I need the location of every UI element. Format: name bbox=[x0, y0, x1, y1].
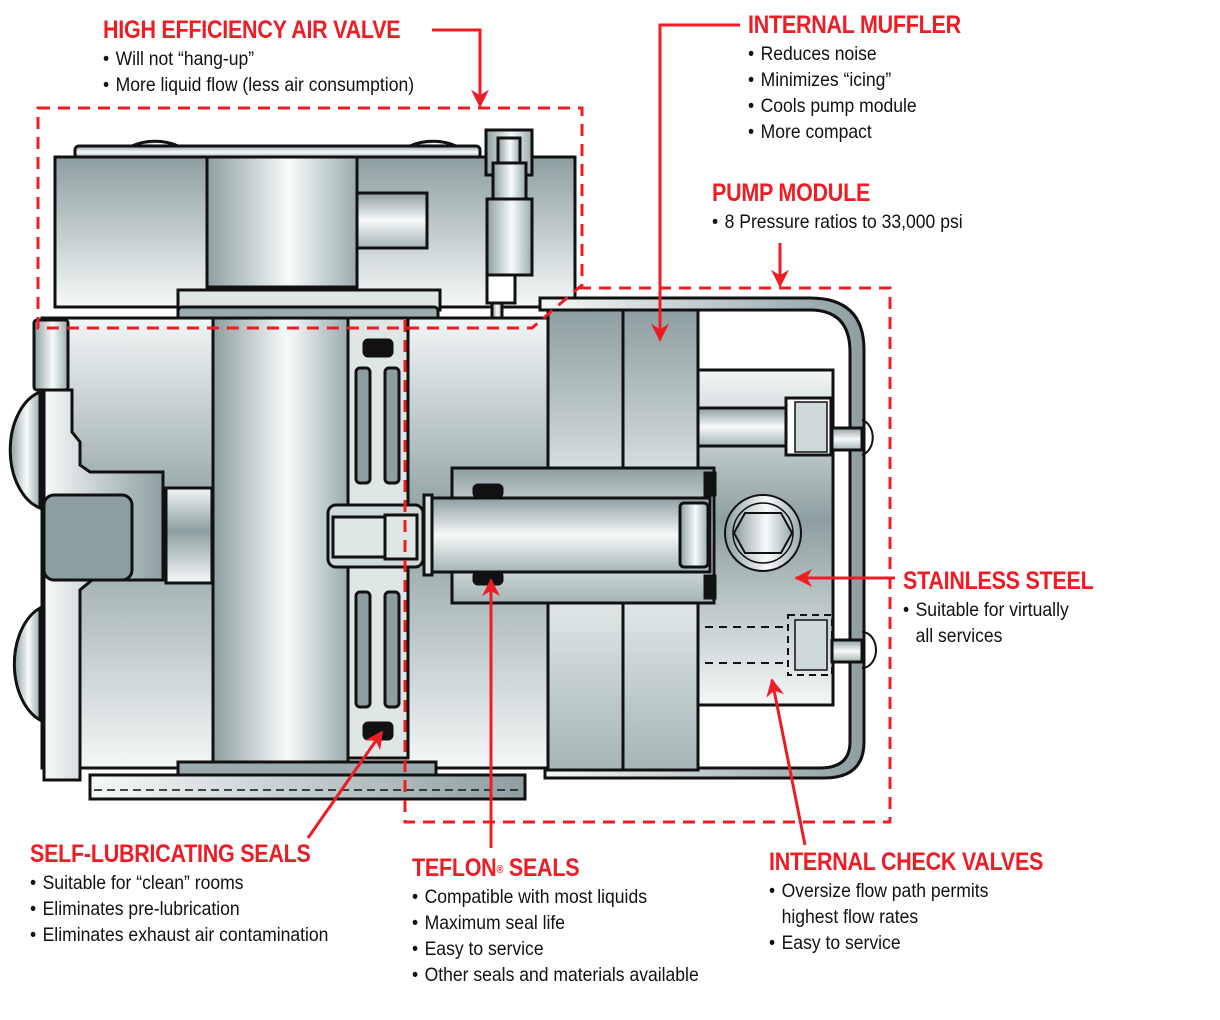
rod-slot-right bbox=[383, 366, 401, 485]
bullet-item: •Other seals and materials available bbox=[412, 964, 699, 986]
check-valve-bottom-knurl bbox=[794, 619, 828, 671]
callout-muffler: INTERNAL MUFFLER •Reduces noise •Minimiz… bbox=[748, 11, 996, 145]
bullet-item: •More compact bbox=[748, 121, 872, 143]
callout-self-lubricating-seals: SELF-LUBRICATING SEALS •Suitable for “cl… bbox=[30, 840, 362, 948]
cyl-seal-bottom bbox=[703, 574, 717, 600]
pilot-valve-lower bbox=[485, 197, 534, 277]
bullet-item: •Eliminates pre-lubrication bbox=[30, 898, 240, 920]
rod-slot-left bbox=[354, 366, 372, 485]
callout-air-valve: HIGH EFFICIENCY AIR VALVE •Will not “han… bbox=[103, 16, 449, 98]
callout-title: INTERNAL MUFFLER bbox=[748, 11, 961, 39]
side-dome-bottom bbox=[12, 605, 42, 723]
air-cylinder bbox=[205, 155, 359, 289]
bullet-item: •Maximum seal life bbox=[412, 912, 566, 934]
callout-title: PUMP MODULE bbox=[712, 179, 871, 207]
pump-body bbox=[8, 128, 877, 801]
bullet-item: •Oversize flow path permits bbox=[769, 880, 989, 902]
cyl-seal-top bbox=[703, 471, 717, 497]
callout-internal-check-valves: INTERNAL CHECK VALVES •Oversize flow pat… bbox=[769, 848, 1088, 956]
muffler-housing-shell bbox=[538, 296, 866, 780]
bullet-item: •Suitable for virtually bbox=[903, 599, 1069, 621]
main-air-cylinder bbox=[211, 316, 350, 770]
teflon-seal-top bbox=[472, 483, 504, 499]
callout-title: HIGH EFFICIENCY AIR VALVE bbox=[103, 16, 401, 44]
pilot-valve-stem-top bbox=[496, 136, 522, 165]
outlet-fitting-bottom bbox=[830, 638, 864, 664]
check-valve-bottom-hidden bbox=[787, 614, 833, 676]
callout-stainless-steel: STAINLESS STEEL •Suitable for virtually … bbox=[903, 567, 1124, 649]
registered-mark: ® bbox=[496, 864, 504, 876]
leader-arrows bbox=[306, 23, 895, 848]
muffler-leader bbox=[651, 23, 740, 342]
callout-title: TEFLON® SEALS bbox=[412, 854, 580, 882]
bullet-item: •More liquid flow (less air consumption) bbox=[103, 74, 415, 96]
callout-title: STAINLESS STEEL bbox=[903, 567, 1094, 595]
inlet-hex-nut bbox=[732, 512, 794, 554]
bullet-item: •Easy to service bbox=[412, 938, 544, 960]
bullet-item: •Will not “hang-up” bbox=[103, 48, 255, 70]
side-dome-top bbox=[8, 389, 42, 511]
bullet-item: •Cools pump module bbox=[748, 95, 917, 117]
exhaust-port bbox=[164, 486, 214, 585]
bullet-item: •8 Pressure ratios to 33,000 psi bbox=[712, 211, 963, 233]
end-cap-recess bbox=[42, 493, 134, 582]
rod-coupling-sleeve bbox=[383, 513, 419, 561]
rod-coupling-nut bbox=[331, 515, 387, 559]
plunger-end-seal bbox=[678, 501, 710, 569]
bullet-item: •Suitable for “clean” rooms bbox=[30, 872, 244, 894]
pilot-valve-mid bbox=[491, 161, 528, 201]
plunger bbox=[428, 496, 712, 574]
bullet-item-continued: all services bbox=[915, 625, 1003, 647]
check-valve-leader bbox=[766, 678, 807, 846]
pump-module-region bbox=[403, 286, 892, 824]
plunger-flange bbox=[422, 493, 434, 577]
seal-top bbox=[362, 338, 394, 358]
bullet-item-continued: highest flow rates bbox=[781, 906, 919, 928]
outlet-fitting-top bbox=[830, 426, 864, 452]
bullet-item: •Reduces noise bbox=[748, 43, 877, 65]
callout-pump-module: PUMP MODULE •8 Pressure ratios to 33,000… bbox=[712, 179, 990, 235]
outlet-dome-top bbox=[861, 419, 874, 456]
pilot-valve-tip bbox=[485, 273, 517, 305]
air-valve-leader bbox=[432, 28, 489, 108]
bullet-item: •Easy to service bbox=[769, 932, 901, 954]
check-valve-top-knurl bbox=[794, 401, 828, 453]
outlet-dome-bottom bbox=[861, 631, 877, 669]
teflon-seal-bottom bbox=[472, 570, 504, 586]
self-lube-leader bbox=[306, 730, 384, 839]
callout-teflon-seals: TEFLON® SEALS •Compatible with most liqu… bbox=[412, 854, 731, 988]
base-plate bbox=[88, 773, 527, 801]
callout-title: SELF-LUBRICATING SEALS bbox=[30, 840, 311, 868]
callout-regions bbox=[36, 106, 892, 824]
check-valve-bore-top bbox=[696, 406, 790, 448]
bullet-item: •Minimizes “icing” bbox=[748, 69, 892, 91]
end-cap-profile bbox=[42, 388, 165, 782]
rod-slot-right-bottom bbox=[383, 590, 401, 709]
callout-title: INTERNAL CHECK VALVES bbox=[769, 848, 1044, 876]
bullet-item: •Eliminates exhaust air contamination bbox=[30, 924, 329, 946]
air-valve-spool bbox=[355, 191, 429, 250]
bullet-item: •Compatible with most liquids bbox=[412, 886, 647, 908]
side-lug-top bbox=[32, 318, 70, 392]
rod-slot-left-bottom bbox=[354, 590, 372, 709]
